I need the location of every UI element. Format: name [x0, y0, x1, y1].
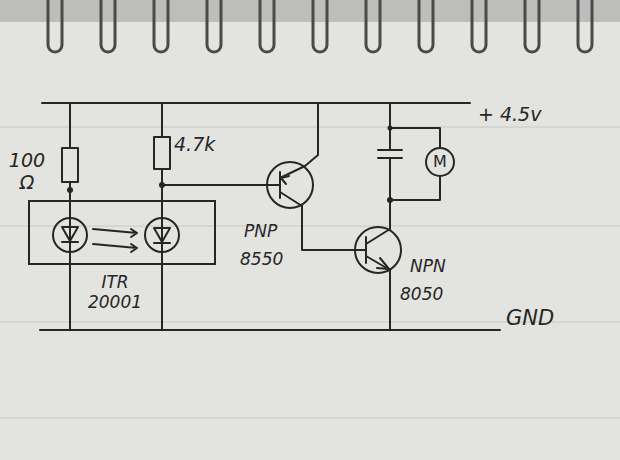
node-outline [354, 226, 402, 274]
rail-label: + 4.5v [478, 104, 541, 126]
npn-internals [354, 229, 390, 263]
page-edge [0, 0, 620, 22]
spiral-loop [525, 0, 539, 52]
led-symbol [53, 218, 87, 252]
part-label: 8050 [400, 284, 443, 304]
spiral-loop [101, 0, 115, 52]
diode-mark [154, 228, 170, 243]
spiral-loop [313, 0, 327, 52]
resistor-value: 4.7k [174, 134, 215, 156]
supply-rail [42, 102, 470, 104]
node-border [29, 201, 215, 264]
wire [390, 128, 440, 147]
sensor-module-box: ITR 20001 [28, 200, 216, 265]
ground-rail [40, 329, 500, 331]
wire [69, 182, 71, 330]
part-label: ITR 20001 [80, 272, 150, 313]
spiral-loop [48, 0, 62, 52]
node-outline [266, 161, 314, 209]
wire [69, 103, 71, 148]
ruled-line [0, 418, 620, 419]
motor-symbol: M [425, 147, 455, 177]
spiral-loop [419, 0, 433, 52]
npn-emitter [366, 256, 390, 330]
ruled-line [0, 226, 620, 227]
transistor-symbol: PNP8550 [266, 161, 314, 209]
spiral-loop [366, 0, 380, 52]
photo-sensor-symbol [145, 218, 179, 252]
junction-dot [388, 126, 393, 131]
ruled-line [0, 127, 620, 128]
rail-label: GND [506, 306, 554, 330]
node-border [267, 162, 313, 208]
diode-mark [62, 227, 78, 242]
spiral-loop [154, 0, 168, 52]
pnp-arrow [281, 176, 289, 184]
capacitor-symbol [378, 103, 402, 200]
light-arrow [93, 244, 137, 252]
resistor-symbol [62, 148, 78, 182]
spiral-loop [260, 0, 274, 52]
pnp-internals [266, 172, 302, 206]
pnp-emitter [280, 103, 318, 178]
wire [161, 200, 163, 330]
resistor-value: 100 Ω [6, 150, 48, 194]
wire [161, 103, 163, 137]
node-outline [28, 200, 216, 265]
resistor-symbol [154, 137, 170, 169]
motor-letter: M [425, 152, 455, 171]
junction-dot [67, 187, 73, 193]
spiral-loop [207, 0, 221, 52]
node-border [426, 148, 454, 176]
wire-connector [390, 177, 440, 229]
spiral-loop [472, 0, 486, 52]
node-border [355, 227, 401, 273]
spiral-loop [578, 0, 592, 52]
npn-arrow [377, 258, 389, 269]
part-label: 8550 [240, 249, 283, 269]
part-label: PNP [244, 221, 277, 241]
part-label: NPN [410, 256, 446, 276]
wire-connector [302, 206, 354, 250]
transistor-symbol: NPN8050 [354, 226, 402, 274]
light-arrow [93, 229, 137, 237]
wire-connector [162, 185, 266, 200]
